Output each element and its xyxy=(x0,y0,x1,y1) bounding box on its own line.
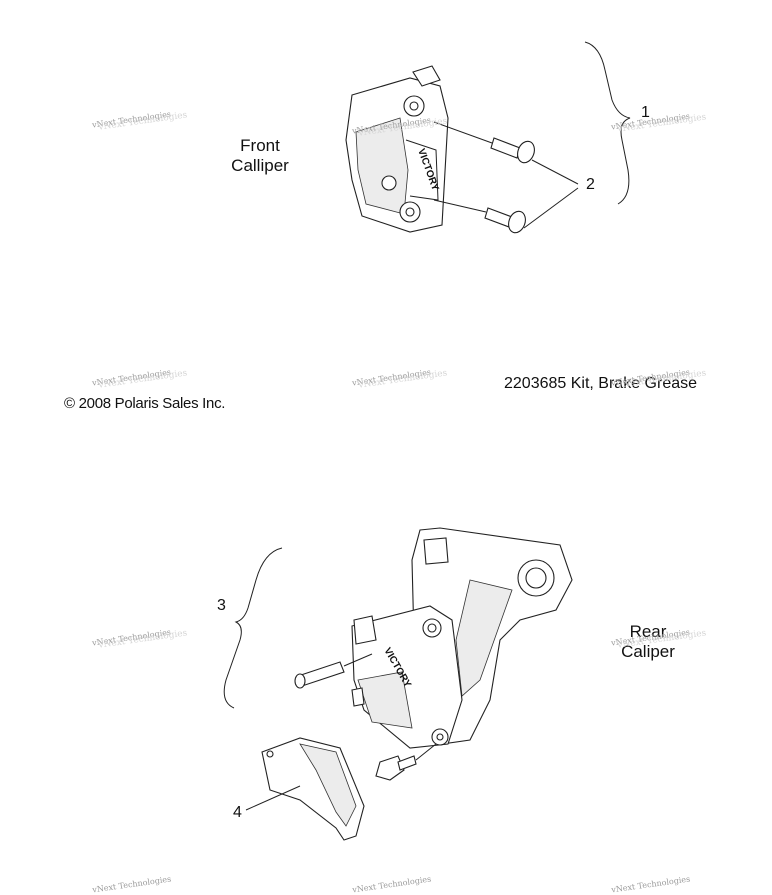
front-caliper-label-line2: Calliper xyxy=(231,156,289,175)
rear-pin xyxy=(294,653,373,689)
rear-cover-drawing xyxy=(261,737,365,841)
callout-1: 1 xyxy=(641,104,650,121)
callout-2-leader xyxy=(531,159,579,185)
front-caliper-drawing: VICTORY xyxy=(345,65,449,233)
copyright-text: © 2008 Polaris Sales Inc. xyxy=(64,395,226,412)
rear-bolt xyxy=(375,743,437,781)
callout-3-bracket xyxy=(223,547,283,709)
kit-part-label: 2203685 Kit, Brake Grease xyxy=(504,375,698,392)
callout-4: 4 xyxy=(233,804,242,821)
front-caliper-label: Front Calliper xyxy=(224,136,296,176)
rear-caliper-label: Rear Caliper xyxy=(608,622,688,662)
callout-3: 3 xyxy=(217,597,226,614)
callout-2: 2 xyxy=(586,176,595,193)
rear-caliper-label-line2: Caliper xyxy=(621,642,675,661)
callout-4-leader xyxy=(245,785,301,811)
callout-1-bracket xyxy=(584,41,631,205)
front-caliper-bolts xyxy=(433,121,535,234)
rear-caliper-drawing: VICTORY xyxy=(351,605,463,749)
rear-caliper-label-line1: Rear xyxy=(629,622,667,641)
front-caliper-label-line1: Front xyxy=(240,136,280,155)
